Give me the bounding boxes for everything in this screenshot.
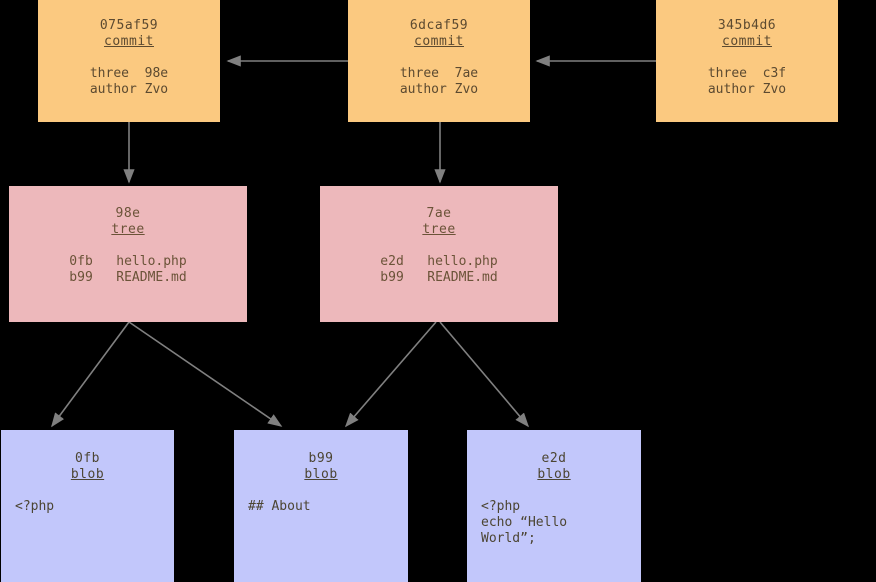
commit-body: three 7ae author Zvo	[399, 66, 479, 97]
commit-type-label: commit	[104, 34, 154, 49]
commit-id: 075af59	[99, 18, 159, 33]
blob-id: 0fb	[75, 451, 100, 466]
blob-header: 0fb blob	[1, 430, 174, 483]
edge-tree-98e-to-blob-b99	[128, 321, 283, 427]
tree-id: 7ae	[426, 206, 452, 221]
blob-header: b99 blob	[234, 430, 408, 483]
tree-id: 98e	[115, 206, 141, 221]
commit-header: 6dcaf59 commit	[348, 0, 530, 50]
tree-node-98e[interactable]: 98e tree 0fb hello.php b99 README.md	[9, 186, 247, 322]
edge-tree-98e-to-blob-0fb	[51, 321, 130, 428]
commit-type-label: commit	[722, 34, 772, 49]
blob-node-0fb[interactable]: 0fb blob <?php	[1, 430, 174, 582]
tree-header: 98e tree	[9, 186, 247, 238]
tree-header: 7ae tree	[320, 186, 558, 238]
tree-entries: e2d hello.php b99 README.md	[380, 254, 498, 285]
blob-type-label: blob	[70, 467, 105, 482]
commit-header: 345b4d6 commit	[656, 0, 838, 50]
blob-node-b99[interactable]: b99 blob ## About	[234, 430, 408, 582]
edge-tree-7ae-to-blob-e2d	[439, 321, 530, 428]
commit-node-345b4d6[interactable]: 345b4d6 commit three c3f author Zvo	[656, 0, 838, 122]
blob-id: e2d	[541, 451, 567, 466]
commit-header: 075af59 commit	[38, 0, 220, 50]
commit-node-6dcaf59[interactable]: 6dcaf59 commit three 7ae author Zvo	[348, 0, 530, 122]
edge-tree-7ae-to-blob-b99	[344, 321, 437, 428]
tree-node-7ae[interactable]: 7ae tree e2d hello.php b99 README.md	[320, 186, 558, 322]
commit-body: three 98e author Zvo	[89, 66, 169, 97]
commit-type-label: commit	[414, 34, 464, 49]
blob-id: b99	[308, 451, 334, 466]
tree-type-label: tree	[422, 222, 456, 237]
blob-content: <?php	[15, 499, 55, 514]
commit-id: 6dcaf59	[409, 18, 469, 33]
blob-content: ## About	[248, 499, 311, 514]
commit-id: 345b4d6	[717, 18, 777, 33]
tree-entries: 0fb hello.php b99 README.md	[69, 254, 187, 285]
commit-node-075af59[interactable]: 075af59 commit three 98e author Zvo	[38, 0, 220, 122]
blob-node-e2d[interactable]: e2d blob <?php echo “Hello World”;	[467, 430, 641, 582]
blob-type-label: blob	[537, 467, 571, 482]
blob-header: e2d blob	[467, 430, 641, 483]
commit-body: three c3f author Zvo	[707, 66, 787, 97]
blob-type-label: blob	[304, 467, 338, 482]
blob-content: <?php echo “Hello World”;	[481, 499, 568, 546]
tree-type-label: tree	[111, 222, 145, 237]
